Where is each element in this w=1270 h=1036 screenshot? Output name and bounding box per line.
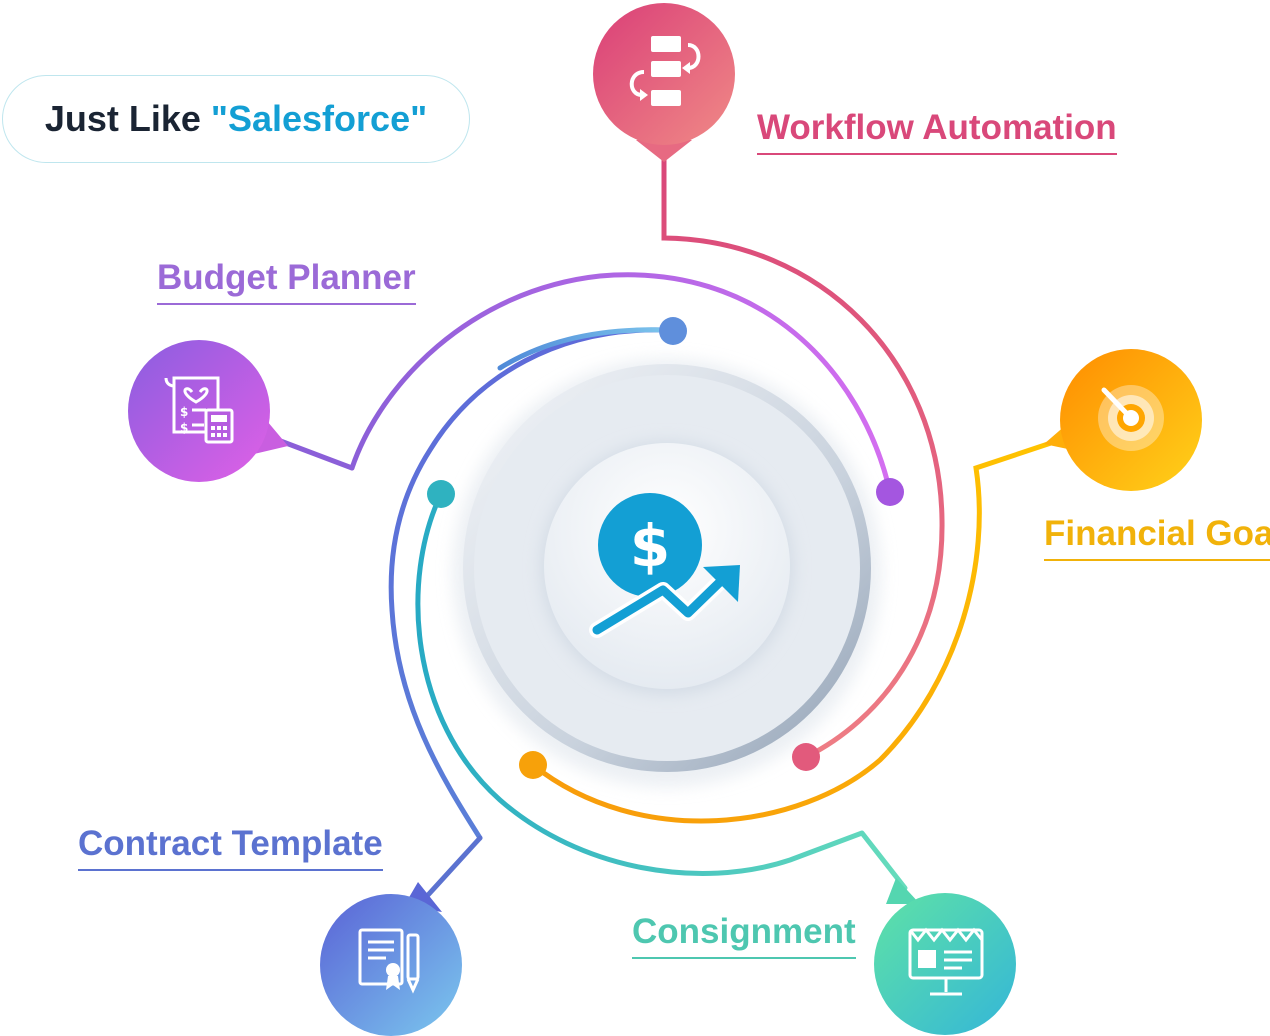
endpoint-dot-pink [792,743,820,771]
endpoint-dot-blue [659,317,687,345]
contract-node[interactable] [320,882,462,1036]
connector-blue-arc [388,327,668,841]
workflow-node[interactable] [593,3,735,162]
connector-blue-top [497,327,668,371]
connector-purple-arc [349,272,893,495]
target-icon [1098,385,1164,451]
label-budget-planner[interactable]: Budget Planner [157,260,416,305]
endpoint-dot-yellow [519,751,547,779]
svg-text:$: $ [180,421,188,435]
endpoint-dot-purple [876,478,904,506]
label-consignment[interactable]: Consignment [632,914,856,959]
workflow-icon [629,36,701,106]
endpoint-dot-teal [427,480,455,508]
label-financial-goal[interactable]: Financial Goal [1044,516,1270,561]
consignment-node[interactable] [874,878,1016,1035]
badge-brand: "Salesforce" [210,98,428,139]
connector-yellow-arc [530,437,1063,824]
label-contract-template[interactable]: Contract Template [78,826,383,871]
budget-calculator-icon: $ $ [164,376,234,444]
svg-text:$: $ [180,405,188,419]
financial-node[interactable] [1044,349,1202,491]
connector-teal-arc [415,491,908,891]
connector-pink-arc [661,147,945,760]
budget-node[interactable]: $ $ [128,340,288,482]
dollar-growth-icon: $ [589,493,740,638]
badge-prefix: Just Like [44,98,201,139]
contract-certificate-icon [358,928,420,994]
salesforce-badge: Just Like "Salesforce" [2,75,470,163]
storefront-monitor-icon [908,927,984,996]
label-workflow-automation[interactable]: Workflow Automation [757,110,1117,155]
connector-indigo-stem [425,835,483,898]
svg-text:$: $ [630,512,670,580]
